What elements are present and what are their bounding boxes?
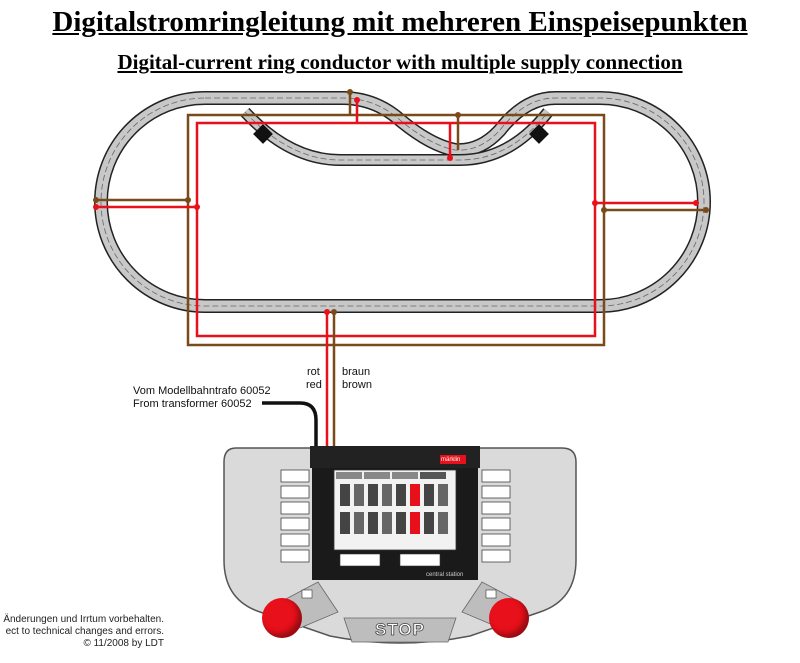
stop-panel: [343, 617, 457, 643]
footer-line-1: Änderungen und Irrtum vorbehalten.: [3, 614, 164, 625]
label-rot: rot: [307, 366, 320, 378]
footer-line-3: © 11/2008 by LDT: [83, 638, 164, 649]
right-function-keys: [481, 469, 511, 563]
transformer-label-en: From transformer 60052: [133, 398, 252, 410]
turnout-left-icon: [253, 124, 273, 144]
transformer-label-de: Vom Modellbahntrafo 60052: [133, 385, 271, 397]
stop-button[interactable]: STOP: [352, 620, 448, 640]
brown-ring-wire: [186, 113, 606, 347]
label-braun: braun: [342, 366, 371, 378]
red-ring-wire: [195, 121, 597, 338]
station-top-bar: [310, 446, 480, 468]
brand-label: märklin: [441, 457, 461, 463]
central-station-label: central station: [426, 572, 464, 578]
footer-notice: Änderungen und Irrtum vorbehalten. ect t…: [0, 614, 164, 650]
footer-line-2: ect to technical changes and errors.: [5, 626, 164, 637]
screen-switches: [340, 484, 448, 534]
brand-logo-icon: [440, 455, 466, 464]
title-german: Digitalstromringleitung mit mehreren Ein…: [52, 6, 748, 38]
right-speed-knob[interactable]: [489, 598, 529, 638]
title-english: Digital-current ring conductor with mult…: [117, 50, 683, 74]
stop-label: STOP: [375, 620, 425, 640]
connection-points: [93, 89, 709, 315]
central-station: [223, 446, 577, 644]
label-brown: brown: [342, 379, 372, 391]
transformer-cable: [262, 401, 318, 446]
left-function-keys: [280, 469, 310, 563]
left-speed-knob[interactable]: [262, 598, 302, 638]
feed-wires: [96, 92, 706, 446]
ring-conductors: [186, 113, 606, 347]
label-red: red: [306, 379, 322, 391]
